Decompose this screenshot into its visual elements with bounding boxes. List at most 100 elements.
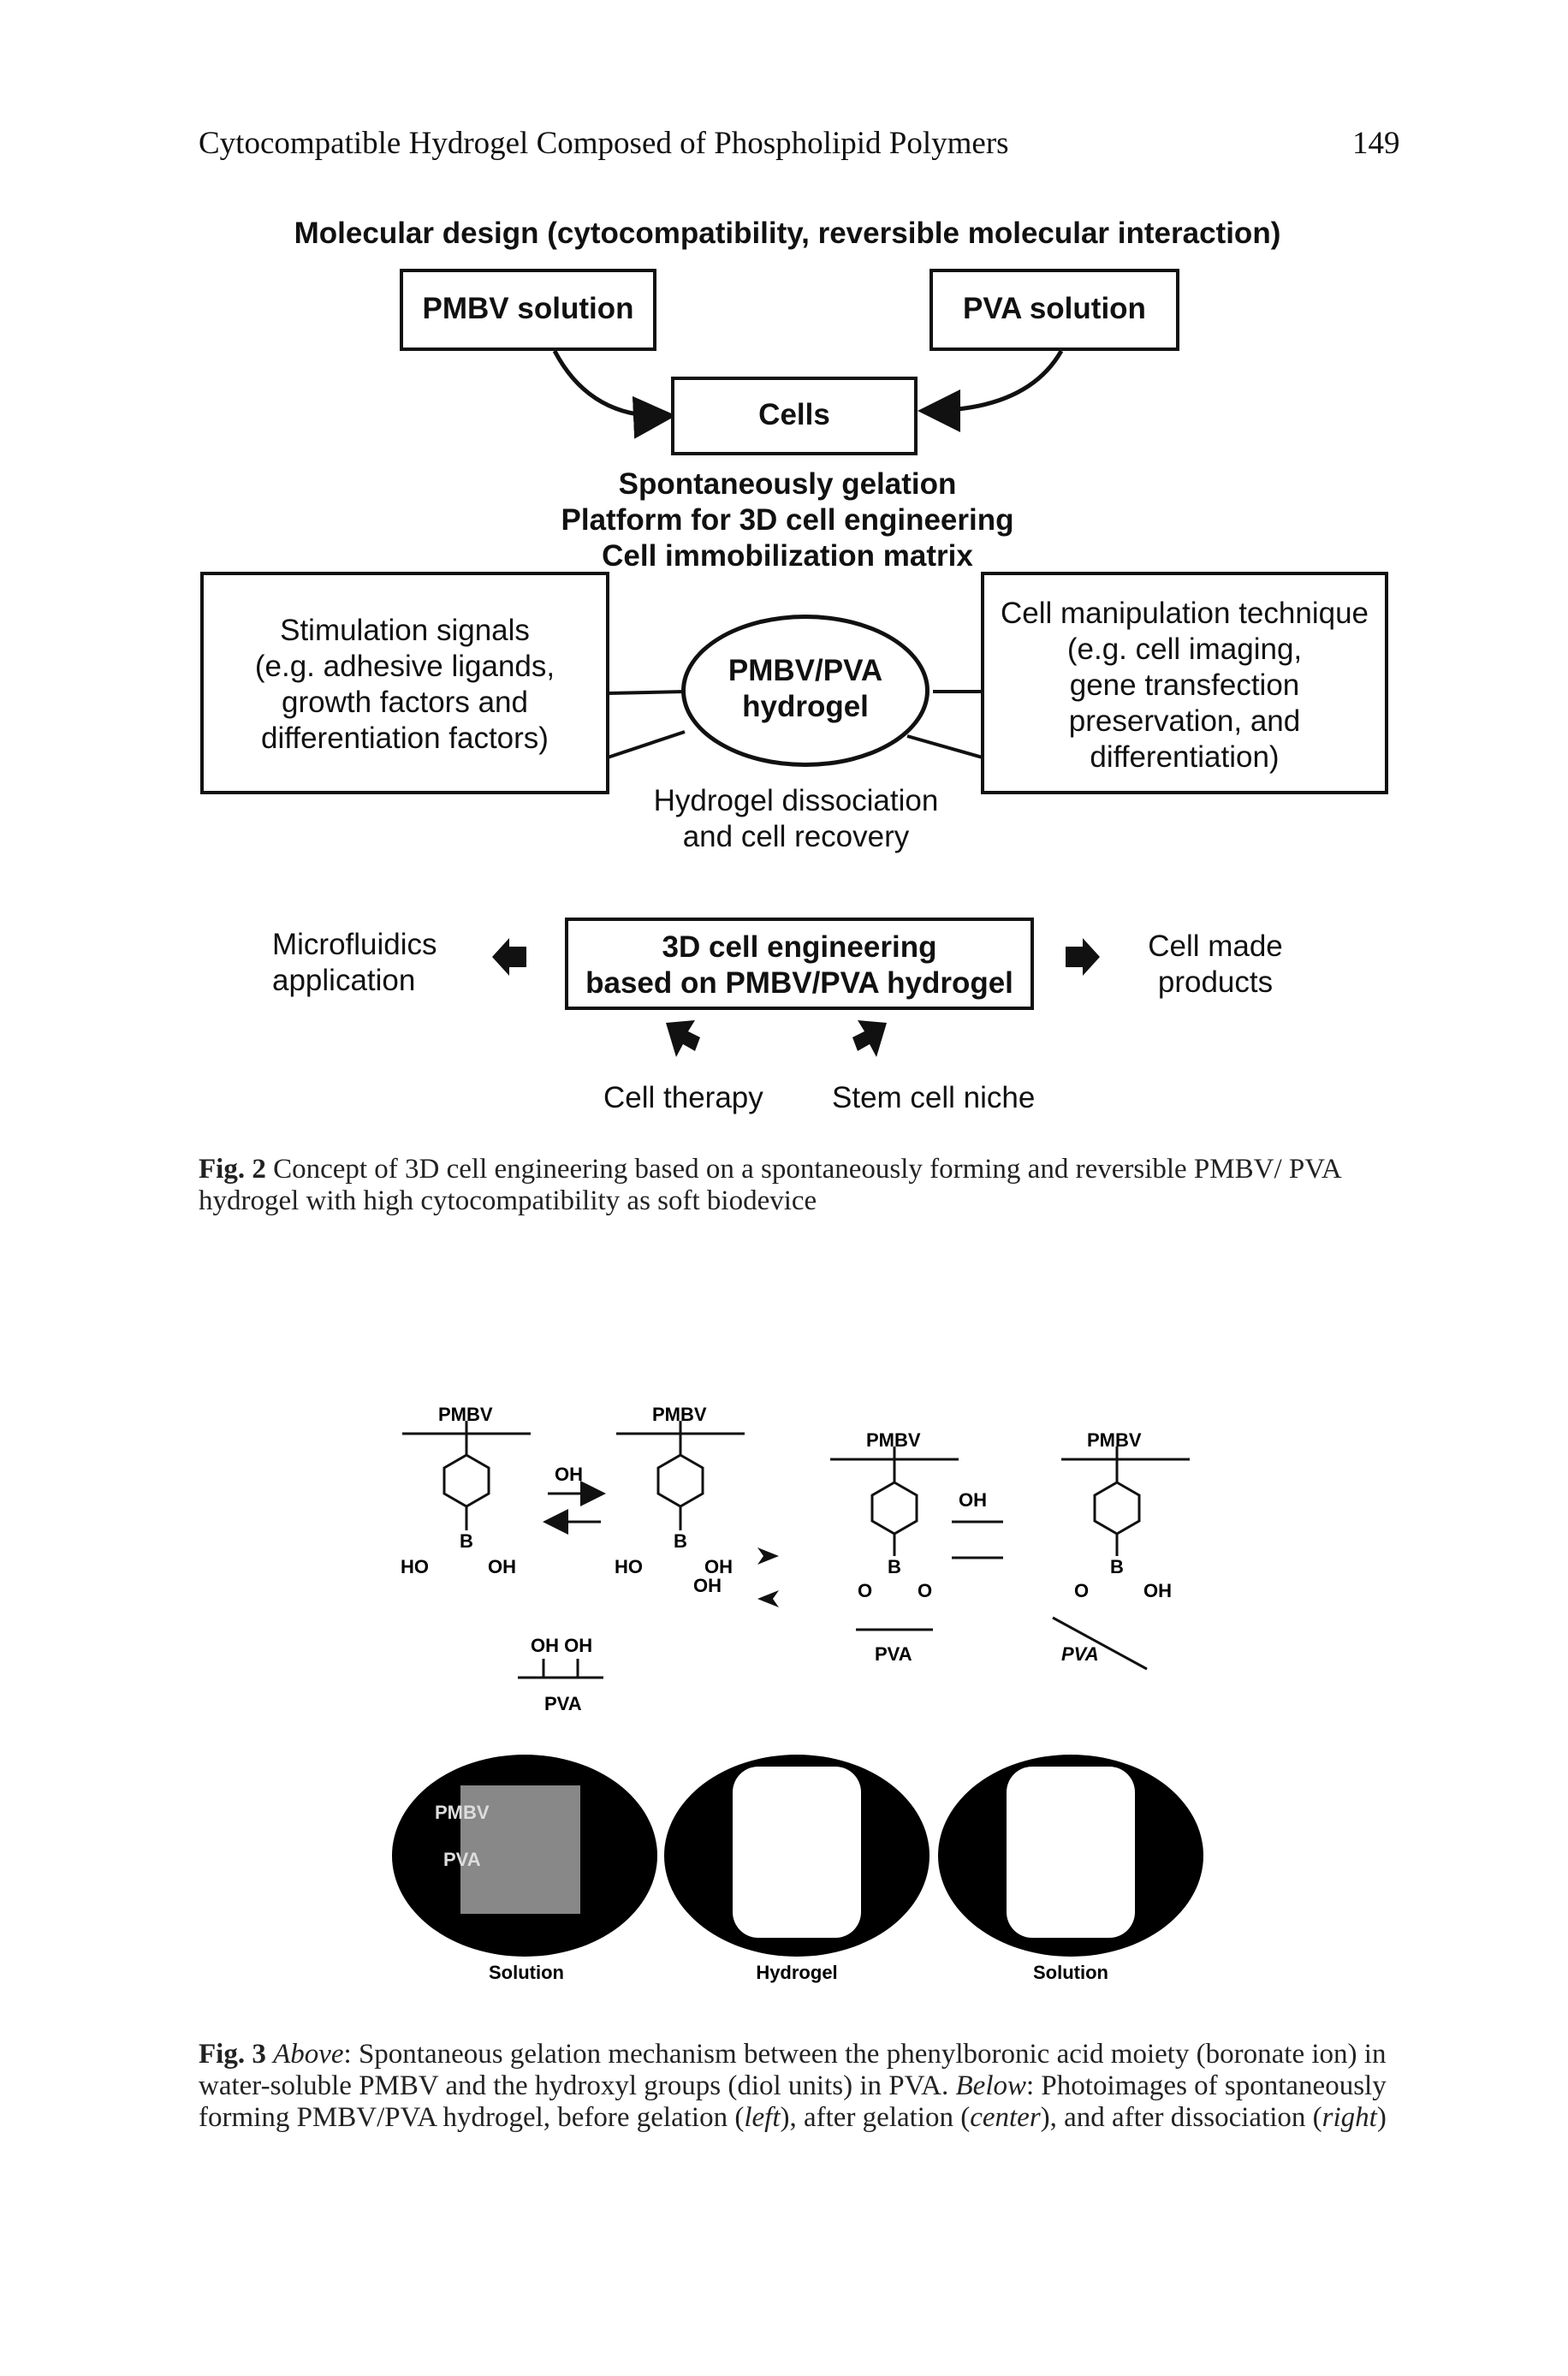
cell-therapy-label: Cell therapy [603, 1081, 763, 1114]
microfluidics-text: Microfluidics application [272, 927, 437, 999]
manipulation-line-2: (e.g. cell imaging, [1066, 633, 1303, 666]
down-left-block-arrow [666, 1020, 700, 1057]
dissociation-line-1: Hydrogel dissociation [653, 784, 939, 817]
pmbv-label-4: PMBV [1087, 1429, 1142, 1451]
gelation-mechanism-diagram: PMBV B HO OH OH PMBV B HO OH OH OH OH PV… [401, 1404, 1190, 1714]
benzene-ring-4 [1093, 1481, 1141, 1535]
right-block-arrow [1066, 938, 1100, 976]
pva-label-2: PVA [875, 1643, 912, 1665]
dissociation-text: Hydrogel dissociation and cell recovery [599, 783, 993, 855]
o-label-2: O [918, 1580, 932, 1601]
stimulation-line-4: differentiation factors) [261, 722, 549, 755]
caption-mid-1: ), after gelation ( [780, 2102, 971, 2133]
dissociation-line-2: and cell recovery [682, 820, 910, 853]
hydrogel-ellipse: PMBV/PVA hydrogel [681, 615, 930, 767]
benzene-ring-3 [870, 1481, 918, 1535]
manipulation-line-4: preservation, and [1068, 704, 1301, 738]
boron-label-1: B [460, 1530, 473, 1552]
microfluidics-line-2: application [272, 964, 416, 997]
oh-label-4: OH [1143, 1580, 1172, 1601]
hydrogel-line-1: PMBV/PVA [728, 654, 883, 687]
diol-label: OH OH [531, 1635, 592, 1656]
pmbv-solution-label: PMBV solution [422, 292, 634, 325]
pva-label-1: PVA [544, 1693, 582, 1714]
stimulation-signals-box: Stimulation signals (e.g. adhesive ligan… [200, 572, 609, 794]
microfluidics-line-1: Microfluidics [272, 928, 437, 961]
photo-label-left: Solution [489, 1962, 564, 1983]
vial-pva-label: PVA [443, 1849, 481, 1870]
pva-label-3: PVA [1061, 1643, 1099, 1665]
caption-mid-2: ), and after dissociation ( [1040, 2102, 1322, 2133]
o-label-1: O [858, 1580, 872, 1601]
caption-center-word: center [970, 2102, 1041, 2133]
middle-text-block: Spontaneously gelation Platform for 3D c… [531, 466, 1044, 574]
cell-products-text: Cell made products [1138, 929, 1292, 1001]
pmbv-to-cells-arrow [552, 349, 676, 439]
pva-solution-label: PVA solution [963, 292, 1146, 325]
figure-2-caption: Fig. 2 Concept of 3D cell engineering ba… [199, 1154, 1388, 1217]
manip-connector-bottom [906, 734, 983, 759]
oh-label-2: OH [704, 1556, 733, 1577]
stim-connector-bottom [607, 730, 686, 759]
manipulation-line-3: gene transfection [1069, 668, 1300, 702]
engineering-line-1: 3D cell engineering [662, 930, 937, 964]
middle-line-1: Spontaneously gelation [618, 467, 957, 501]
middle-line-2: Platform for 3D cell engineering [561, 503, 1014, 537]
products-line-1: Cell made [1148, 930, 1283, 963]
stim-connector-top [607, 690, 686, 695]
oh-minus-label-2: OH [959, 1489, 987, 1511]
photo-after-dissociation [938, 1755, 1203, 1957]
stimulation-line-1: Stimulation signals [280, 614, 530, 647]
ho-label-1: HO [401, 1556, 429, 1577]
figure-2-caption-label: Fig. 2 [199, 1154, 266, 1185]
stem-cell-niche-label: Stem cell niche [832, 1081, 1036, 1114]
figure-3-caption-label: Fig. 3 [199, 2039, 266, 2070]
boron-label-2: B [674, 1530, 687, 1552]
down-right-block-arrow [852, 1020, 887, 1057]
cell-manipulation-box: Cell manipulation technique (e.g. cell i… [981, 572, 1388, 794]
caption-left-word: left [744, 2102, 781, 2133]
oh-label-1: OH [488, 1556, 516, 1577]
benzene-ring-2 [656, 1453, 704, 1508]
stimulation-line-3: growth factors and [282, 686, 528, 719]
figure-2-caption-text: Concept of 3D cell engineering based on … [199, 1154, 1340, 1216]
figure-2-heading: Molecular design (cytocompatibility, rev… [294, 217, 1281, 250]
boron-label-4: B [1110, 1556, 1124, 1577]
middle-line-3: Cell immobilization matrix [602, 539, 973, 573]
photo-label-right: Solution [1033, 1962, 1108, 1983]
caption-right-word: right [1322, 2102, 1377, 2133]
caption-below-word: Below [955, 2070, 1026, 2101]
benzene-ring-1 [442, 1453, 490, 1508]
oh-minus-label-1: OH [555, 1464, 583, 1485]
hydrogel-vial [733, 1767, 861, 1938]
manipulation-line-5: differentiation) [1090, 740, 1280, 774]
3d-cell-engineering-box: 3D cell engineering based on PMBV/PVA hy… [565, 918, 1034, 1010]
photo-before-gelation: PMBV PVA [392, 1755, 657, 1957]
caption-below-text: : Photoimages of spontaneously forming P… [199, 2070, 1387, 2133]
o-label-3: O [1074, 1580, 1089, 1601]
caption-above-word: Above [273, 2039, 344, 2070]
vial-group [460, 1785, 580, 1914]
boron-label-3: B [888, 1556, 901, 1577]
photo-after-gelation [664, 1755, 930, 1957]
running-head-title: Cytocompatible Hydrogel Composed of Phos… [199, 126, 1009, 161]
cells-label: Cells [758, 398, 830, 431]
pva-to-cells-arrow [918, 349, 1064, 432]
cells-box: Cells [671, 377, 918, 455]
vial-pmbv-label: PMBV [435, 1802, 490, 1823]
manipulation-line-1: Cell manipulation technique [1001, 597, 1369, 630]
left-block-arrow [492, 938, 526, 976]
pmbv-solution-box: PMBV solution [400, 269, 656, 351]
ho-label-2: HO [615, 1556, 643, 1577]
hydrogel-line-2: hydrogel [742, 690, 869, 723]
stimulation-line-2: (e.g. adhesive ligands, [254, 650, 555, 683]
page-number: 149 [1352, 126, 1400, 161]
caption-above-text: : Spontaneous gelation mechanism between… [199, 2039, 1387, 2101]
caption-end: ) [1376, 2102, 1387, 2133]
pva-solution-box: PVA solution [930, 269, 1179, 351]
figure-2-connectors [492, 349, 1100, 1057]
oh-label-3: OH [693, 1575, 722, 1596]
engineering-line-2: based on PMBV/PVA hydrogel [585, 966, 1013, 1000]
solution-vial [1007, 1767, 1135, 1938]
figure-3-caption: Fig. 3 Above: Spontaneous gelation mecha… [199, 2039, 1388, 2134]
